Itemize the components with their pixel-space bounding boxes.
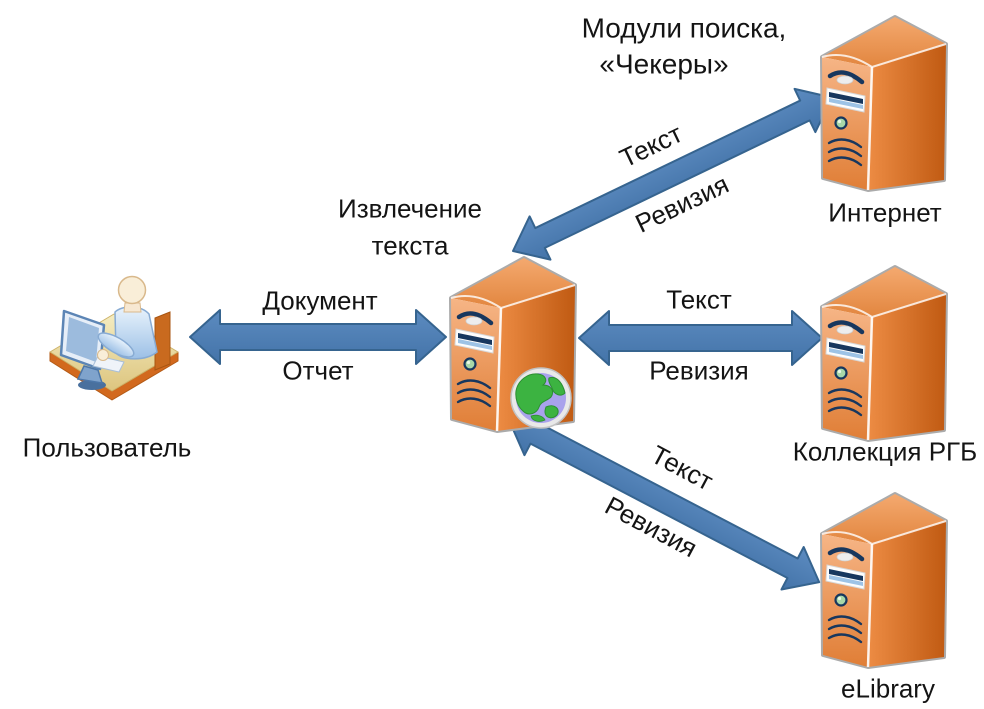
diagram-title-line2: «Чекеры» — [599, 48, 729, 80]
arrow-user-extractor — [189, 309, 447, 365]
edge-user-extractor-top-label: Документ — [262, 285, 378, 316]
rgb-label: Коллекция РГБ — [792, 436, 978, 467]
elibrary-label: eLibrary — [841, 673, 935, 704]
user-at-desk-icon — [49, 275, 179, 401]
arrow-extractor-elibrary — [508, 411, 821, 591]
globe-icon — [510, 367, 572, 429]
edge-extractor-rgb-top-label: Текст — [666, 284, 732, 315]
extractor-label-line1: Извлечение — [338, 193, 482, 224]
arrow-extractor-internet — [512, 87, 833, 261]
edge-extractor-rgb-bottom-label: Ревизия — [649, 355, 749, 386]
diagram-title-line1: Модули поиска, — [581, 12, 787, 44]
server-icon-elibrary — [822, 494, 946, 667]
server-icon-internet — [822, 17, 946, 190]
edge-user-extractor-bottom-label: Отчет — [282, 355, 354, 386]
user-label: Пользователь — [22, 432, 192, 463]
internet-label: Интернет — [828, 197, 942, 228]
extractor-label-line2: текста — [371, 230, 449, 261]
server-icon-rgb — [822, 267, 946, 440]
